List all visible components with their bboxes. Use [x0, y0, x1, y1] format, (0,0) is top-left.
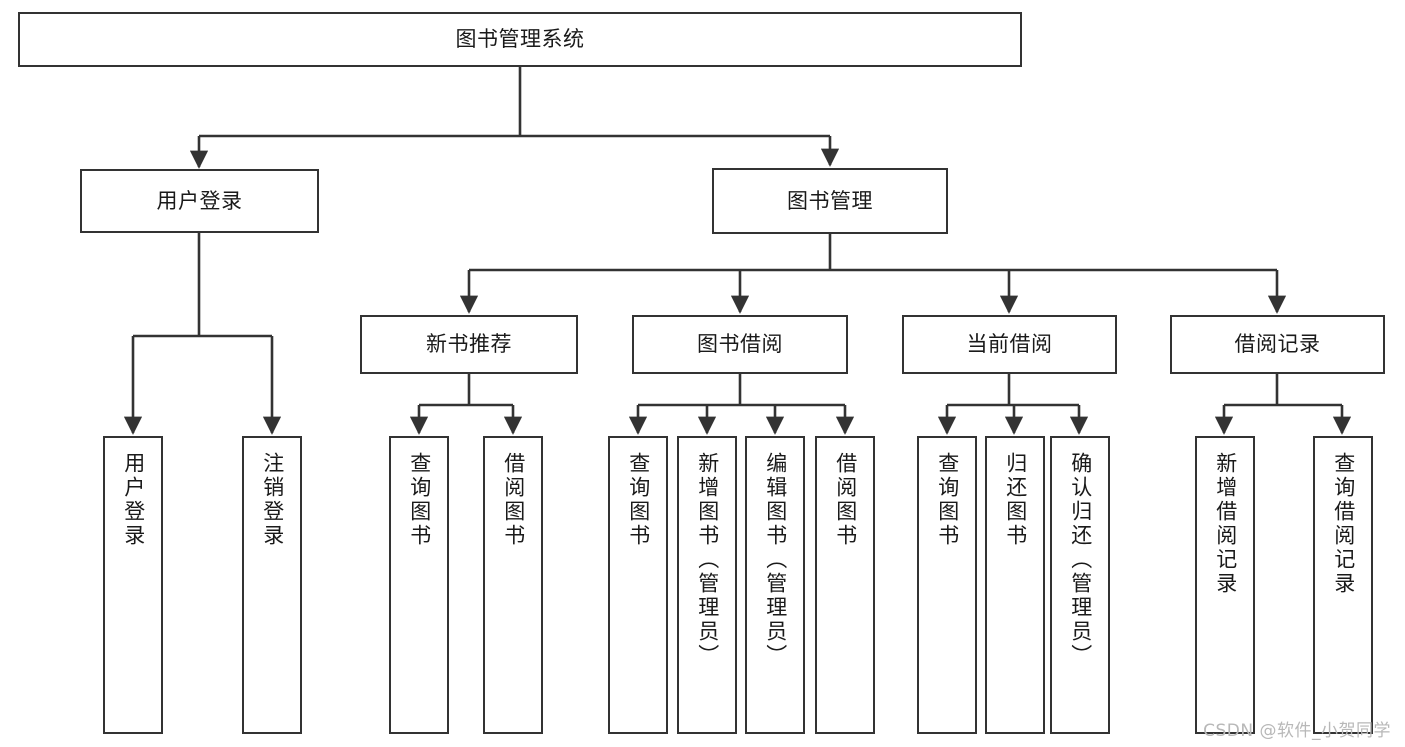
node-label: 用户登录 — [121, 452, 146, 548]
node-label: 新增图书（管理员） — [695, 452, 720, 668]
node-label: 当前借阅 — [966, 332, 1053, 357]
node-label: 用户登录 — [156, 188, 243, 213]
node-leaf-borrow-book-recommend[interactable]: 借阅图书 — [483, 436, 543, 734]
node-leaf-query-borrow-record[interactable]: 查询借阅记录 — [1313, 436, 1373, 734]
node-label: 注销登录 — [260, 452, 285, 548]
node-new-book-recommend[interactable]: 新书推荐 — [360, 315, 578, 374]
node-label: 查询图书 — [407, 452, 432, 548]
node-root-book-management-system[interactable]: 图书管理系统 — [18, 12, 1022, 67]
node-label: 图书管理 — [787, 188, 873, 213]
node-current-borrow[interactable]: 当前借阅 — [902, 315, 1117, 374]
node-leaf-query-book-borrow[interactable]: 查询图书 — [608, 436, 668, 734]
node-label: 查询图书 — [935, 452, 960, 548]
node-leaf-add-book-admin[interactable]: 新增图书（管理员） — [677, 436, 737, 734]
node-leaf-borrow-book[interactable]: 借阅图书 — [815, 436, 875, 734]
node-label: 新增借阅记录 — [1213, 452, 1238, 596]
node-label: 借阅图书 — [833, 452, 858, 548]
node-label: 查询图书 — [626, 452, 651, 548]
node-label: 借阅图书 — [501, 452, 526, 548]
node-label: 借阅记录 — [1234, 332, 1321, 357]
node-leaf-edit-book-admin[interactable]: 编辑图书（管理员） — [745, 436, 805, 734]
node-label: 归还图书 — [1003, 452, 1028, 548]
node-label: 图书管理系统 — [455, 27, 585, 52]
node-label: 图书借阅 — [697, 332, 783, 357]
node-label: 编辑图书（管理员） — [763, 452, 788, 668]
node-leaf-query-book-recommend[interactable]: 查询图书 — [389, 436, 449, 734]
node-leaf-logout[interactable]: 注销登录 — [242, 436, 302, 734]
node-leaf-confirm-return-admin[interactable]: 确认归还（管理员） — [1050, 436, 1110, 734]
node-leaf-user-login[interactable]: 用户登录 — [103, 436, 163, 734]
node-book-borrow[interactable]: 图书借阅 — [632, 315, 848, 374]
node-leaf-return-book[interactable]: 归还图书 — [985, 436, 1045, 734]
node-user-login[interactable]: 用户登录 — [80, 169, 319, 233]
node-leaf-query-book-current[interactable]: 查询图书 — [917, 436, 977, 734]
node-borrow-record[interactable]: 借阅记录 — [1170, 315, 1385, 374]
node-book-management[interactable]: 图书管理 — [712, 168, 948, 234]
node-leaf-add-borrow-record[interactable]: 新增借阅记录 — [1195, 436, 1255, 734]
node-label: 确认归还（管理员） — [1068, 452, 1093, 668]
watermark-text: CSDN @软件_小贺同学 — [1203, 721, 1391, 741]
node-label: 查询借阅记录 — [1331, 452, 1356, 596]
node-label: 新书推荐 — [426, 332, 512, 357]
